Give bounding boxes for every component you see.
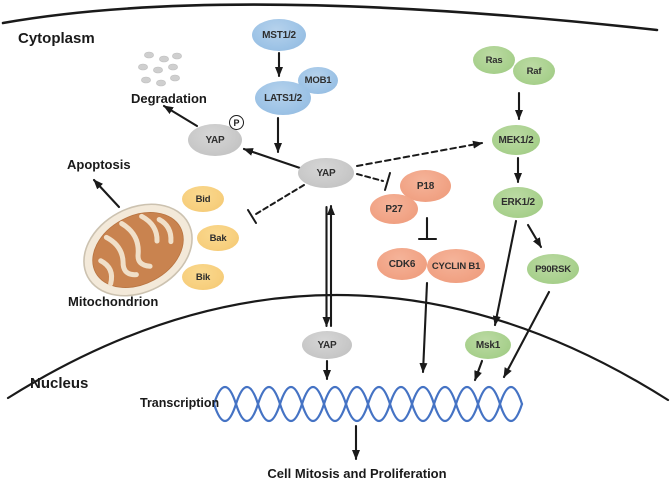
node-raf: Raf bbox=[513, 57, 555, 85]
node-mst12-label: MST1/2 bbox=[262, 29, 296, 41]
node-bid-label: Bid bbox=[195, 193, 211, 205]
dna-helix-icon bbox=[212, 385, 524, 423]
node-p90rsk-label: P90RSK bbox=[535, 263, 571, 275]
node-yap-cytoplasm-label: YAP bbox=[316, 167, 336, 179]
node-ras: Ras bbox=[473, 46, 515, 74]
node-cyclinb1: CYCLIN B1 bbox=[427, 249, 485, 283]
edge-msk1-to-dna bbox=[473, 359, 484, 382]
degradation-particles-icon bbox=[138, 51, 182, 87]
edge-erk-to-msk1 bbox=[492, 219, 518, 327]
node-yap-nucleus-label: YAP bbox=[317, 339, 337, 351]
cytoplasm-label: Cytoplasm bbox=[18, 30, 95, 47]
mitochondrion-icon bbox=[83, 203, 193, 297]
node-p27: P27 bbox=[370, 194, 418, 224]
edge-mitochondrion-to-apoptosis bbox=[92, 178, 121, 209]
transcription-label: Transcription bbox=[140, 396, 220, 410]
edge-yap-to-phospho-yap bbox=[242, 147, 302, 170]
node-bik: Bik bbox=[182, 264, 224, 290]
edge-yap-inhibits-p18-dashed bbox=[356, 172, 391, 191]
node-erk12: ERK1/2 bbox=[493, 187, 543, 218]
node-yap-nucleus: YAP bbox=[302, 331, 352, 359]
node-bid: Bid bbox=[182, 186, 224, 212]
degradation-label: Degradation bbox=[131, 91, 207, 106]
node-raf-label: Raf bbox=[526, 65, 542, 77]
edge-p90rsk-to-dna bbox=[502, 290, 551, 379]
node-bak: Bak bbox=[197, 225, 239, 251]
node-p18-label: P18 bbox=[416, 180, 435, 192]
node-p27-label: P27 bbox=[385, 203, 403, 215]
node-cdk6: CDK6 bbox=[377, 248, 427, 280]
outcome-label: Cell Mitosis and Proliferation bbox=[267, 466, 447, 481]
edge-phospho-yap-to-degradation bbox=[162, 104, 199, 128]
node-lats12: LATS1/2 bbox=[255, 81, 311, 115]
edge-p27-inhibits-cdk6 bbox=[417, 216, 438, 241]
node-yap-cytoplasm: YAP bbox=[298, 158, 354, 188]
node-lats12-label: LATS1/2 bbox=[264, 92, 302, 104]
edge-yap-inhibits-mitochondrion-dashed bbox=[247, 184, 305, 224]
apoptosis-label: Apoptosis bbox=[67, 157, 131, 172]
node-msk1: Msk1 bbox=[465, 331, 511, 359]
node-erk12-label: ERK1/2 bbox=[501, 197, 535, 208]
node-p90rsk: P90RSK bbox=[527, 254, 579, 284]
mitochondrion-label: Mitochondrion bbox=[68, 294, 159, 309]
phosphate-badge: P bbox=[229, 115, 244, 130]
cell-membrane bbox=[1, 3, 659, 32]
node-cdk6-label: CDK6 bbox=[388, 258, 416, 270]
node-bik-label: Bik bbox=[195, 271, 211, 283]
edge-cdk-cyclin-to-dna bbox=[419, 281, 429, 374]
node-mek12: MEK1/2 bbox=[492, 125, 540, 155]
node-mob1-label: MOB1 bbox=[304, 75, 332, 86]
node-mst12: MST1/2 bbox=[252, 19, 306, 51]
edge-yap-to-mek-dashed bbox=[356, 140, 483, 167]
node-bak-label: Bak bbox=[209, 232, 227, 244]
node-cyclinb1-label: CYCLIN B1 bbox=[431, 260, 481, 272]
node-mek12-label: MEK1/2 bbox=[498, 134, 534, 146]
edge-erk-to-p90rsk bbox=[526, 223, 543, 249]
node-msk1-label: Msk1 bbox=[475, 339, 501, 351]
node-ras-label: Ras bbox=[485, 54, 503, 66]
nucleus-membrane bbox=[6, 293, 670, 402]
nucleus-label: Nucleus bbox=[30, 375, 89, 392]
node-yap-phospho-label: YAP bbox=[205, 134, 225, 146]
